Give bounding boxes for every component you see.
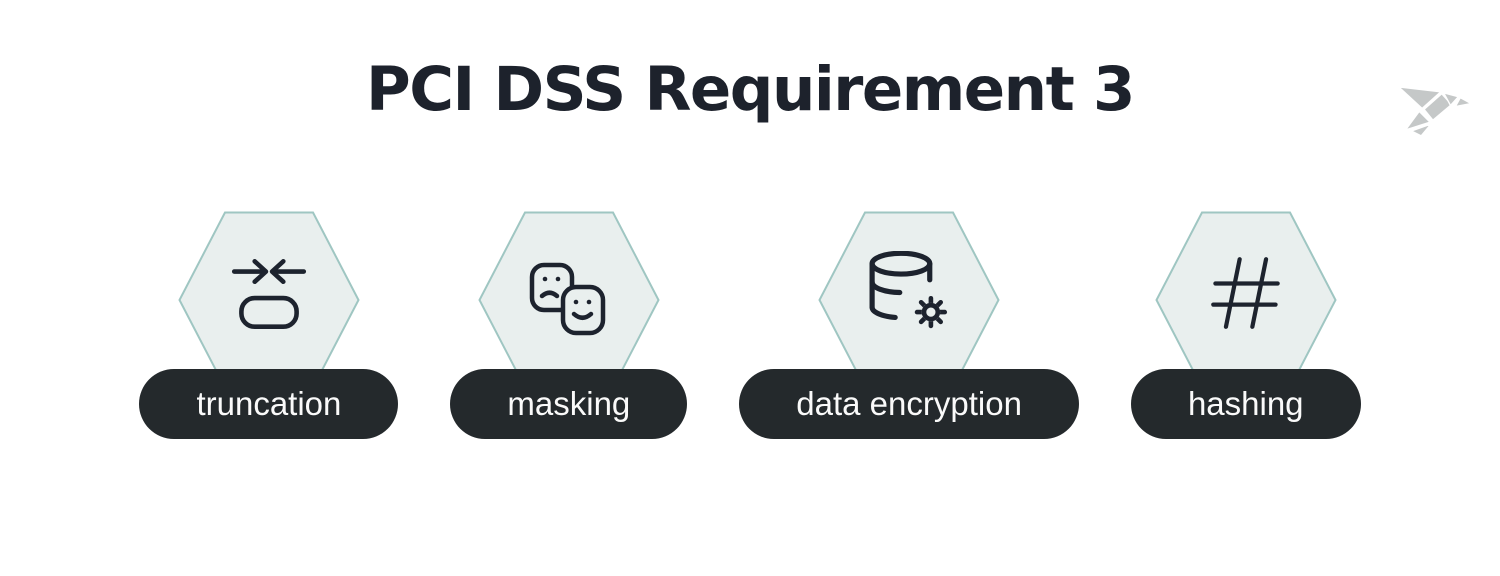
truncation-arrows-icon — [178, 211, 360, 375]
methods-row: truncation — [0, 211, 1500, 439]
bird-head — [1443, 92, 1460, 107]
hexagon-data-encryption — [818, 211, 1000, 389]
method-item-masking: masking — [450, 211, 688, 439]
method-item-data-encryption: data encryption — [739, 211, 1079, 439]
theater-masks-icon — [478, 211, 660, 375]
label-pill-hashing: hashing — [1130, 368, 1361, 439]
label-pill-masking: masking — [450, 368, 688, 439]
bird-beak — [1454, 97, 1472, 108]
hash-icon — [1155, 211, 1337, 375]
origami-bird-logo — [1398, 86, 1472, 137]
bird-wing — [1398, 86, 1442, 110]
method-item-truncation: truncation — [139, 211, 399, 439]
label-pill-data-encryption: data encryption — [739, 368, 1079, 439]
bird-tail-feather — [1410, 123, 1432, 137]
database-gear-icon — [818, 211, 1000, 375]
page-title: PCI DSS Requirement 3 — [366, 54, 1135, 125]
label-pill-truncation: truncation — [139, 368, 399, 439]
hexagon-masking — [478, 211, 660, 389]
bird-tail — [1404, 110, 1431, 131]
hexagon-hashing — [1155, 211, 1337, 389]
hexagon-truncation — [178, 211, 360, 389]
method-item-hashing: hashing — [1130, 211, 1361, 439]
